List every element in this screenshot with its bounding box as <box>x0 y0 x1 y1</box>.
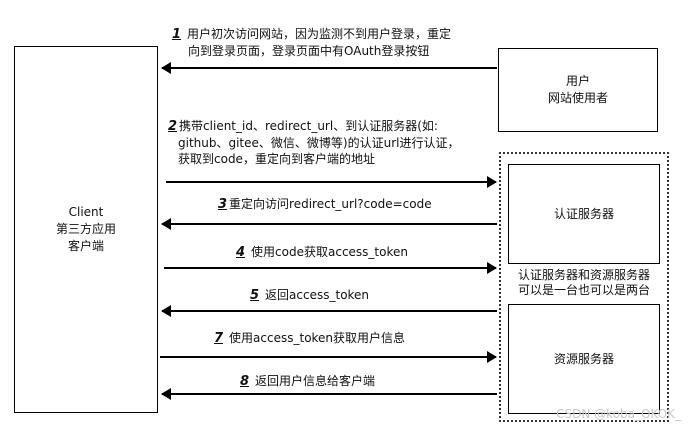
step-8-number: 8 <box>240 374 250 389</box>
step-5-arrow <box>161 305 497 317</box>
client-label-line1: Client <box>68 205 104 219</box>
step-1-arrow <box>161 62 497 74</box>
server-note-line2: 可以是一台也可以是两台 <box>517 283 650 297</box>
step-4-label: 4 使用code获取access_token <box>236 244 408 261</box>
auth-server-label: 认证服务器 <box>553 206 614 221</box>
step-3-number: 3 <box>218 197 228 212</box>
step-4-text: 使用code获取access_token <box>251 245 408 259</box>
step-5-number: 5 <box>250 288 260 303</box>
step-4-number: 4 <box>236 245 246 260</box>
step-4-arrow <box>164 262 497 274</box>
client-box: Client 第三方应用 客户端 <box>14 46 158 413</box>
user-box: 用户 网站使用者 <box>498 48 658 132</box>
step-7-number: 7 <box>214 331 224 346</box>
step-8-text: 返回用户信息给客户端 <box>255 374 376 388</box>
step-1-label: 1 用户初次访问网站，因为监测不到用户登录，重定 向到登录页面，登录页面中有OAu… <box>172 26 451 59</box>
step-1-number: 1 <box>172 27 182 42</box>
step-8-arrow <box>161 388 497 400</box>
step-7-text: 使用access_token获取用户信息 <box>229 331 406 345</box>
step-8-label: 8 返回用户信息给客户端 <box>240 373 375 390</box>
resource-server-label: 资源服务器 <box>553 351 614 366</box>
step-3-text: 重定向访问redirect_url?code=code <box>229 197 432 211</box>
step-7-label: 7 使用access_token获取用户信息 <box>214 330 405 347</box>
step-1-line1: 用户初次访问网站，因为监测不到用户登录，重定 <box>187 27 452 41</box>
step-2-arrow <box>166 176 497 188</box>
user-label-line1: 用户 <box>565 74 590 88</box>
step-2-number: 2 <box>168 119 178 134</box>
step-2-line3: 获取到code，重定向到客户端的地址 <box>178 152 375 166</box>
step-5-text: 返回access_token <box>265 288 370 302</box>
server-group-dotted-frame <box>499 152 669 422</box>
step-7-arrow <box>160 351 497 363</box>
step-1-line2: 向到登录页面，登录页面中有OAuth登录按钮 <box>188 44 430 58</box>
watermark: CSDN @koba_OKOK_ <box>556 407 681 421</box>
step-2-line1: 携带client_id、redirect_url、到认证服务器(如: <box>179 119 438 133</box>
resource-server-box: 资源服务器 <box>508 304 660 414</box>
step-2-line2: github、gitee、微信、微博等)的认证url进行认证， <box>178 136 460 150</box>
server-note-line1: 认证服务器和资源服务器 <box>517 268 650 282</box>
client-label-line2: 第三方应用 <box>55 222 116 236</box>
step-3-arrow <box>161 218 497 230</box>
auth-server-box: 认证服务器 <box>508 164 660 264</box>
user-label-line2: 网站使用者 <box>547 91 608 105</box>
step-5-label: 5 返回access_token <box>250 287 369 304</box>
server-note: 认证服务器和资源服务器 可以是一台也可以是两台 <box>508 268 660 298</box>
client-label-line3: 客户端 <box>67 239 104 253</box>
